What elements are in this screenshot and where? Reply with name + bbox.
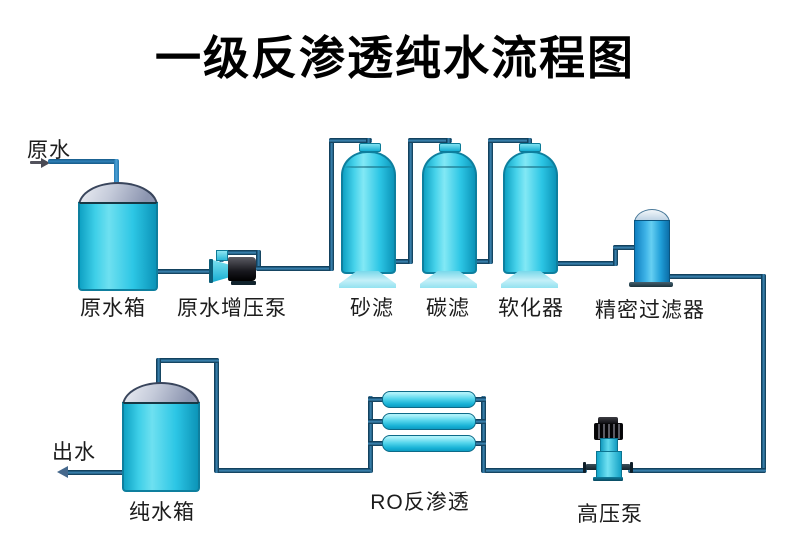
raw-water-tank <box>78 202 158 291</box>
pipe-segment <box>368 419 386 424</box>
booster-pump-inlet-flange <box>209 259 213 283</box>
pipe-segment <box>488 138 532 143</box>
ro-unit-label: RO反渗透 <box>370 491 470 514</box>
pipe-segment <box>114 159 119 186</box>
softener-base <box>501 271 558 288</box>
pipe-segment <box>628 468 766 473</box>
carbon-filter-base <box>420 271 477 288</box>
pipe-segment <box>256 266 334 271</box>
ro-membrane-tube-2 <box>382 413 476 430</box>
pipe-segment <box>393 259 413 264</box>
pipe-segment <box>214 358 219 473</box>
pipe-segment <box>470 441 486 446</box>
raw-water-tank-label: 原水箱 <box>80 297 146 320</box>
pipe-segment <box>156 358 161 387</box>
pipe-segment <box>48 159 118 164</box>
inlet-arrow-line <box>30 161 44 164</box>
carbon-filter-label: 碳滤 <box>426 297 470 320</box>
pipe-segment <box>66 470 124 475</box>
sand-filter-base <box>339 271 396 288</box>
booster-pump-label: 原水增压泵 <box>177 297 287 320</box>
softener-label: 软化器 <box>498 297 564 320</box>
inlet-arrow-icon <box>41 158 50 168</box>
softener-vessel <box>503 151 558 274</box>
ro-left-manifold-pipe <box>368 396 373 473</box>
pipe-segment <box>368 397 386 402</box>
precision-filter-flange <box>629 282 673 287</box>
high-pressure-pump-flange-cap-right <box>630 462 633 473</box>
high-pressure-pump-body <box>596 451 622 480</box>
inlet-stream-label: 原水 <box>27 139 71 162</box>
pipe-segment <box>470 419 486 424</box>
pipe-segment <box>216 468 371 473</box>
pipe-segment <box>470 397 486 402</box>
precision-filter-label: 精密过滤器 <box>595 299 705 322</box>
booster-pump-motor <box>228 257 256 281</box>
precision-filter-body <box>634 220 670 285</box>
pipe-segment <box>256 250 261 271</box>
pure-water-tank <box>122 402 200 492</box>
pipe-segment <box>329 138 372 143</box>
pipe-segment <box>408 138 452 143</box>
pipe-segment <box>408 138 413 264</box>
pipe-segment <box>329 138 334 271</box>
pipe-segment <box>666 274 766 279</box>
high-pressure-pump-cap <box>598 417 618 424</box>
pipe-segment <box>613 245 618 266</box>
pipe-segment <box>554 261 618 266</box>
high-pressure-pump-flange-cap-left <box>583 462 586 473</box>
carbon-filter-vessel <box>422 151 477 274</box>
outlet-arrow-icon <box>57 466 68 478</box>
ro-membrane-tube-3 <box>382 435 476 452</box>
high-pressure-pump-base <box>593 477 623 481</box>
sand-filter-vessel <box>341 151 396 274</box>
pipe-segment <box>156 358 219 363</box>
booster-pump-outlet-fitting <box>216 250 228 261</box>
pipe-segment <box>613 245 638 250</box>
pipe-segment <box>152 269 214 274</box>
page-title: 一级反渗透纯水流程图 <box>155 32 635 84</box>
pipe-segment <box>473 259 493 264</box>
pipe-segment <box>368 441 386 446</box>
pure-water-tank-label: 纯水箱 <box>129 501 195 524</box>
sand-filter-label: 砂滤 <box>350 297 394 320</box>
ro-right-manifold-pipe <box>481 396 486 473</box>
booster-pump-inlet-cone <box>213 260 230 282</box>
pipe-segment <box>219 250 261 255</box>
ro-membrane-tube-1 <box>382 391 476 408</box>
high-pressure-pump-label: 高压泵 <box>577 503 643 526</box>
pipe-segment <box>484 468 587 473</box>
high-pressure-pump-flange-right <box>619 464 630 470</box>
high-pressure-pump-flange-left <box>586 464 597 470</box>
booster-pump-base <box>231 281 256 285</box>
pipe-segment <box>488 138 493 264</box>
outlet-stream-label: 出水 <box>52 441 96 464</box>
pipe-segment <box>761 274 766 473</box>
